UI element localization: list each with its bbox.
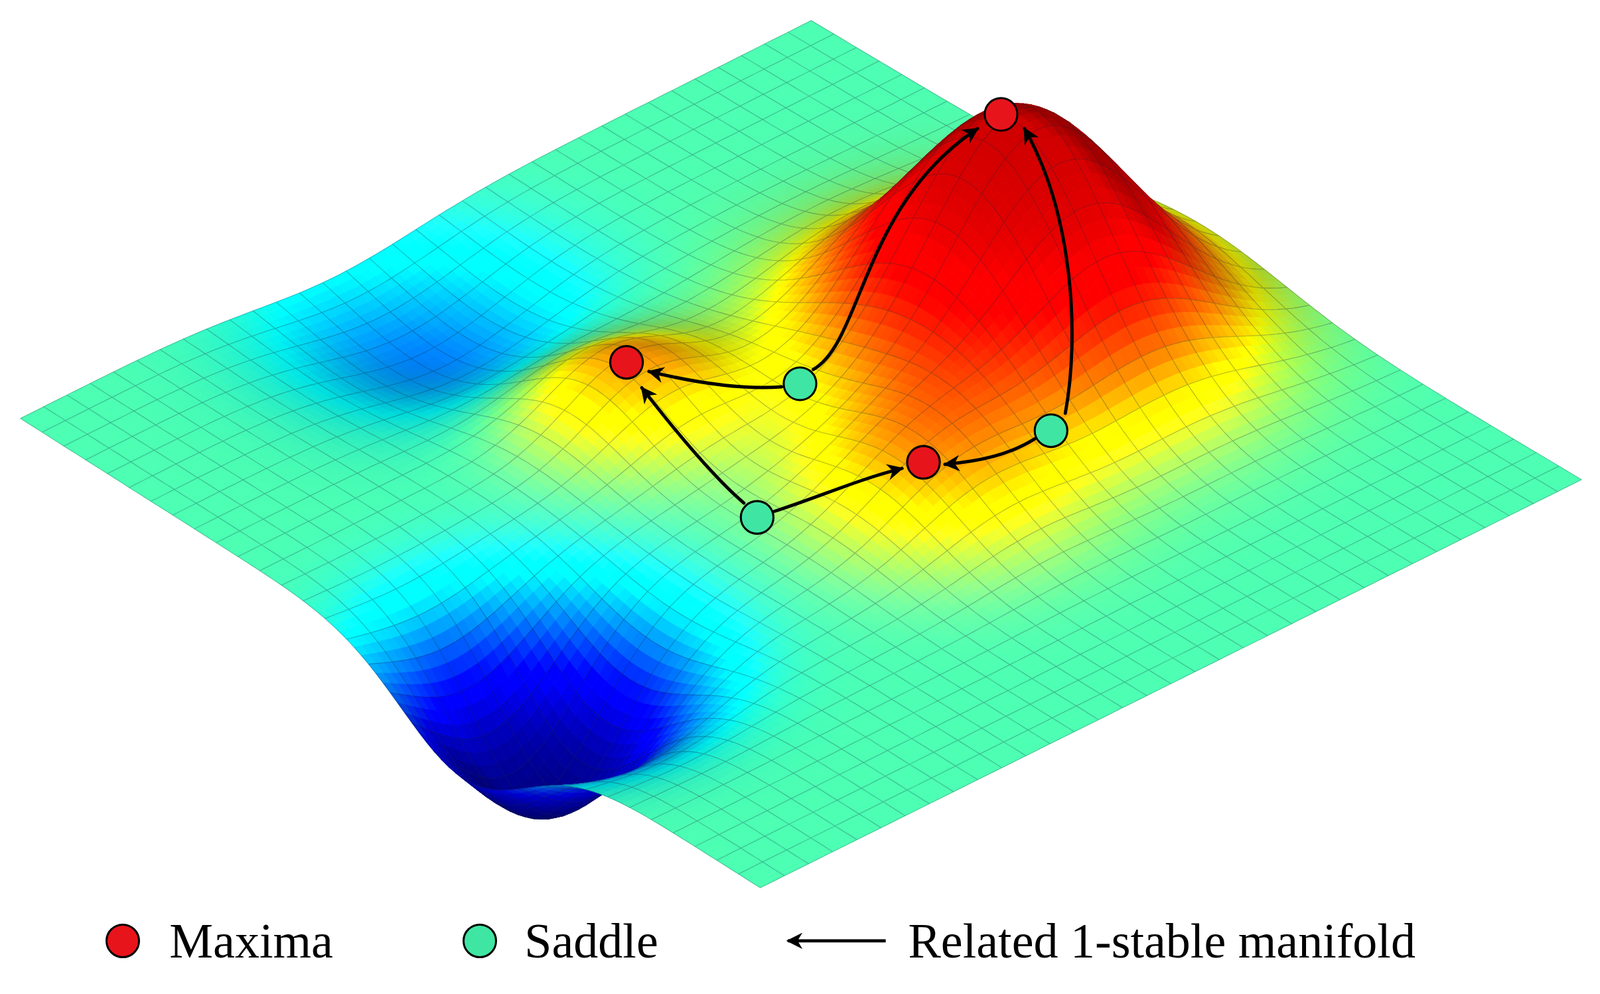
surface-mesh: [20, 20, 1583, 888]
